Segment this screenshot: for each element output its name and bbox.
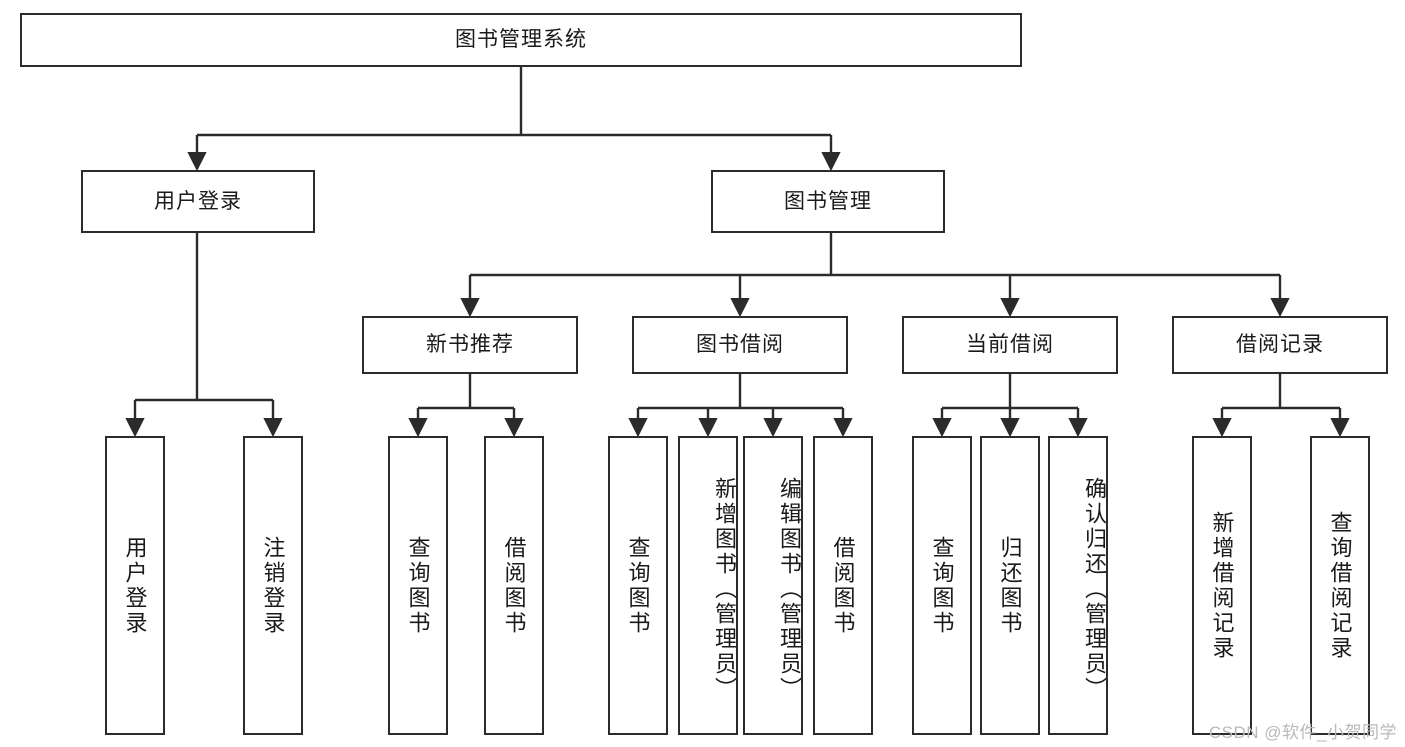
leaf-borrow-add-book-admin[interactable]: 新增图书（管理员） (678, 436, 738, 735)
leaf-borrow-edit-book-admin[interactable]: 编辑图书（管理员） (743, 436, 803, 735)
node-label: 图书借阅 (696, 333, 784, 357)
node-current-borrow[interactable]: 当前借阅 (902, 316, 1118, 374)
leaf-recommend-query-book[interactable]: 查询图书 (388, 436, 448, 735)
node-label: 查询借阅记录 (1327, 510, 1353, 661)
leaf-record-add-record[interactable]: 新增借阅记录 (1192, 436, 1252, 735)
watermark-credit: CSDN @软件_小贺同学 (1208, 723, 1397, 742)
node-new-book-recommend[interactable]: 新书推荐 (362, 316, 578, 374)
node-user-login[interactable]: 用户登录 (81, 170, 315, 233)
leaf-user-login-logout[interactable]: 注销登录 (243, 436, 303, 735)
node-label: 注销登录 (260, 535, 286, 636)
node-label: 借阅图书 (830, 535, 856, 636)
leaf-user-login-login[interactable]: 用户登录 (105, 436, 165, 735)
node-label: 新增图书（管理员） (712, 477, 737, 702)
node-label: 编辑图书（管理员） (777, 477, 802, 702)
leaf-borrow-borrow-book[interactable]: 借阅图书 (813, 436, 873, 735)
node-label: 用户登录 (154, 189, 242, 213)
leaf-current-confirm-return-admin[interactable]: 确认归还（管理员） (1048, 436, 1108, 735)
node-label: 借阅记录 (1236, 333, 1324, 357)
node-borrow-record[interactable]: 借阅记录 (1172, 316, 1388, 374)
node-label: 图书管理系统 (455, 28, 587, 52)
leaf-record-query-record[interactable]: 查询借阅记录 (1310, 436, 1370, 735)
leaf-current-return-book[interactable]: 归还图书 (980, 436, 1040, 735)
node-label: 查询图书 (405, 535, 431, 636)
node-label: 查询图书 (625, 535, 651, 636)
node-label: 新增借阅记录 (1209, 510, 1235, 661)
node-label: 新书推荐 (426, 333, 514, 357)
node-label: 图书管理 (784, 189, 872, 213)
node-root-system[interactable]: 图书管理系统 (20, 13, 1022, 67)
node-label: 归还图书 (997, 535, 1023, 636)
leaf-current-query-book[interactable]: 查询图书 (912, 436, 972, 735)
node-book-management[interactable]: 图书管理 (711, 170, 945, 233)
node-label: 查询图书 (929, 535, 955, 636)
node-label: 用户登录 (122, 535, 148, 636)
node-label: 借阅图书 (501, 535, 527, 636)
leaf-recommend-borrow-book[interactable]: 借阅图书 (484, 436, 544, 735)
node-label: 当前借阅 (966, 333, 1054, 357)
node-label: 确认归还（管理员） (1082, 477, 1107, 702)
node-book-borrow[interactable]: 图书借阅 (632, 316, 848, 374)
leaf-borrow-query-book[interactable]: 查询图书 (608, 436, 668, 735)
